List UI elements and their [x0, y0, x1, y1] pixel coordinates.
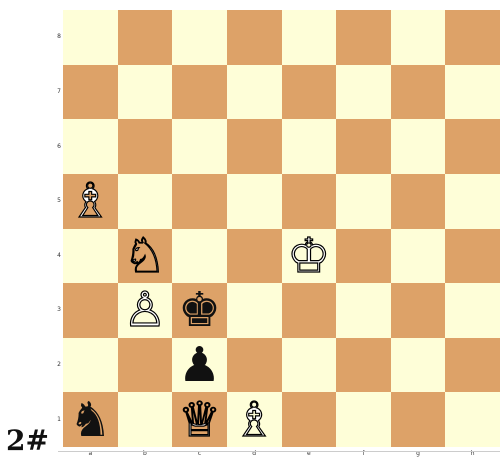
square-c6[interactable]	[172, 119, 227, 174]
square-c8[interactable]	[172, 10, 227, 65]
rank-label-4: 4	[55, 252, 63, 259]
square-f8[interactable]	[336, 10, 391, 65]
square-c5[interactable]	[172, 174, 227, 229]
square-a2[interactable]	[63, 338, 118, 393]
rank-label-2: 2	[55, 361, 63, 368]
square-d7[interactable]	[227, 65, 282, 120]
square-f4[interactable]	[336, 229, 391, 284]
square-g5[interactable]	[391, 174, 446, 229]
square-a8[interactable]	[63, 10, 118, 65]
square-c1[interactable]: ♕	[172, 392, 227, 447]
white-queen-c1[interactable]: ♕	[178, 396, 221, 444]
square-e3[interactable]	[282, 283, 337, 338]
square-e8[interactable]	[282, 10, 337, 65]
square-b7[interactable]	[118, 65, 173, 120]
square-g1[interactable]	[391, 392, 446, 447]
rank-label-5: 5	[55, 197, 63, 204]
square-g4[interactable]	[391, 229, 446, 284]
square-b2[interactable]	[118, 338, 173, 393]
black-knight-a1[interactable]: ♞	[69, 396, 112, 444]
square-f2[interactable]	[336, 338, 391, 393]
square-g6[interactable]	[391, 119, 446, 174]
square-e2[interactable]	[282, 338, 337, 393]
square-f1[interactable]	[336, 392, 391, 447]
square-c2[interactable]: ♟	[172, 338, 227, 393]
square-d6[interactable]	[227, 119, 282, 174]
white-bishop-a5[interactable]: ♗	[69, 177, 112, 225]
square-h7[interactable]	[445, 65, 500, 120]
square-e7[interactable]	[282, 65, 337, 120]
square-g2[interactable]	[391, 338, 446, 393]
square-g8[interactable]	[391, 10, 446, 65]
square-c3[interactable]: ♚	[172, 283, 227, 338]
square-d2[interactable]	[227, 338, 282, 393]
square-a4[interactable]	[63, 229, 118, 284]
square-e1[interactable]	[282, 392, 337, 447]
square-f7[interactable]	[336, 65, 391, 120]
square-h4[interactable]	[445, 229, 500, 284]
black-king-c3[interactable]: ♚	[178, 286, 221, 334]
rank-label-8: 8	[55, 33, 63, 40]
square-h2[interactable]	[445, 338, 500, 393]
square-b8[interactable]	[118, 10, 173, 65]
rank-label-6: 6	[55, 143, 63, 150]
square-f6[interactable]	[336, 119, 391, 174]
square-h5[interactable]	[445, 174, 500, 229]
square-h1[interactable]	[445, 392, 500, 447]
square-d5[interactable]	[227, 174, 282, 229]
white-pawn-b3[interactable]: ♙	[123, 286, 166, 334]
square-g7[interactable]	[391, 65, 446, 120]
rank-label-1: 1	[55, 416, 63, 423]
board-baseline	[58, 451, 500, 452]
square-c7[interactable]	[172, 65, 227, 120]
white-king-e4[interactable]: ♔	[287, 232, 330, 280]
square-h6[interactable]	[445, 119, 500, 174]
square-h8[interactable]	[445, 10, 500, 65]
square-e5[interactable]	[282, 174, 337, 229]
square-b3[interactable]: ♙	[118, 283, 173, 338]
square-d1[interactable]: ♗	[227, 392, 282, 447]
square-d3[interactable]	[227, 283, 282, 338]
square-b5[interactable]	[118, 174, 173, 229]
square-e4[interactable]: ♔	[282, 229, 337, 284]
square-h3[interactable]	[445, 283, 500, 338]
square-b6[interactable]	[118, 119, 173, 174]
square-b1[interactable]	[118, 392, 173, 447]
white-knight-b4[interactable]: ♘	[123, 232, 166, 280]
square-f3[interactable]	[336, 283, 391, 338]
square-a5[interactable]: ♗	[63, 174, 118, 229]
rank-label-7: 7	[55, 88, 63, 95]
square-c4[interactable]	[172, 229, 227, 284]
square-d8[interactable]	[227, 10, 282, 65]
square-f5[interactable]	[336, 174, 391, 229]
square-g3[interactable]	[391, 283, 446, 338]
square-a1[interactable]: ♞	[63, 392, 118, 447]
square-a7[interactable]	[63, 65, 118, 120]
square-a3[interactable]	[63, 283, 118, 338]
rank-label-3: 3	[55, 306, 63, 313]
square-a6[interactable]	[63, 119, 118, 174]
problem-label: 2#	[6, 424, 49, 457]
chess-board: ♗♘♔♙♚♟♞♕♗	[63, 10, 500, 447]
white-bishop-d1[interactable]: ♗	[233, 396, 276, 444]
square-b4[interactable]: ♘	[118, 229, 173, 284]
square-d4[interactable]	[227, 229, 282, 284]
square-e6[interactable]	[282, 119, 337, 174]
black-pawn-c2[interactable]: ♟	[178, 341, 221, 389]
